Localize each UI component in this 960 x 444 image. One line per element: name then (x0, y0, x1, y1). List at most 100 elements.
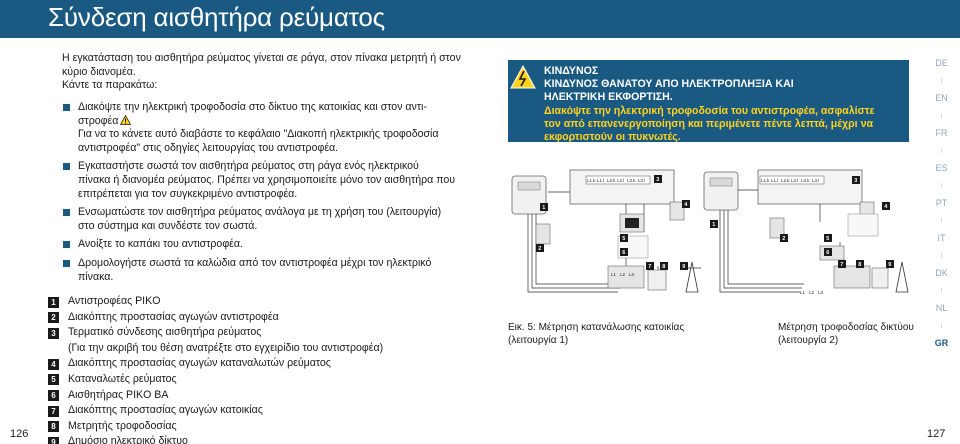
marker-2: 2 (538, 246, 541, 252)
marker-8: 8 (858, 262, 861, 268)
legend-item-3: 3 Τερματικό σύνδεσης αισθητήρα ρεύματος (48, 325, 478, 341)
language-tab-de[interactable]: DE (935, 58, 948, 68)
language-divider (941, 78, 942, 83)
language-tab-pt[interactable]: PT (935, 198, 948, 208)
step-text: Εγκαταστήστε σωστά τον αισθητήρα ρεύματο… (78, 160, 419, 173)
legend-text: Διακόπτης προστασίας αγωγών αντιστροφέα (68, 310, 279, 323)
terminal-labels: L1.k L1.l L2.k L2.l L3.k L3.l (761, 178, 819, 183)
terminal-label: L2.l (617, 178, 624, 183)
marker-8: 8 (662, 264, 665, 270)
legend-text: Αισθητήρας PIKO BA (68, 388, 169, 401)
load-breaker-4 (669, 201, 685, 221)
marker-3: 3 (854, 178, 857, 184)
load-label: L3 (818, 290, 823, 295)
marker-1: 1 (712, 222, 715, 228)
marker-7: 7 (840, 262, 843, 268)
step-5: Δρομολογήστε σωστά τα καλώδια από τον αν… (62, 257, 482, 284)
language-tab-fr[interactable]: FR (935, 128, 948, 138)
legend-item-8: 8 Μετρητής τροφοδοσίας (48, 419, 478, 435)
marker-9: 9 (888, 262, 891, 268)
legend-item-6: 6 Αισθητήρας PIKO BA (48, 388, 478, 404)
danger-line: ΚΙΝΔΥΝΟΣ ΘΑΝΑΤΟΥ ΑΠΟ ΗΛΕΚΤΡΟΠΛΗΞΙΑ ΚΑΙ (544, 78, 794, 91)
load-labels: L1 L2 L3 (611, 272, 634, 277)
terminal-label: L1.l (597, 178, 604, 183)
marker-7: 7 (648, 264, 651, 270)
legend-text: Τερματικό σύνδεσης αισθητήρα ρεύματος (68, 326, 262, 339)
load-label: L2 (809, 290, 814, 295)
step-bullet (63, 104, 70, 111)
step-text-cont: πίνακα ή διανομέα ρεύματος. Πρέπει να χρ… (78, 173, 456, 186)
feed-meter-8 (647, 269, 667, 291)
language-divider (941, 218, 942, 223)
caption-line: (λειτουργία 2) (778, 334, 839, 346)
diagram-markers: 1 2 3 4 5 6 7 8 9 (536, 175, 690, 270)
step-3: Ενσωματώστε τον αισθητήρα ρεύματος ανάλο… (62, 206, 482, 233)
step-text-cont: αντιστροφέα" στις οδηγίες λειτουργίας το… (78, 141, 339, 154)
house-breakers-7 (833, 265, 871, 289)
title-gap (0, 38, 960, 46)
legend-text: Μετρητής τροφοδοσίας (68, 419, 177, 432)
step-bullet (63, 163, 70, 171)
diagram-markers: 1 2 3 4 5 6 7 8 9 (710, 176, 894, 268)
terminal-label: L2.k (781, 178, 790, 183)
intro: Η εγκατάσταση του αισθητήρα ρεύματος γίν… (62, 52, 482, 93)
legend-text: Αντιστροφέας PIKO (68, 295, 161, 307)
legend-number: 6 (48, 390, 59, 402)
language-divider (941, 148, 942, 153)
step-text: Διακόψτε την ηλεκτρική τροφοδοσία στο δί… (78, 101, 427, 113)
load-label: L3 (629, 272, 634, 277)
step-list: Διακόψτε την ηλεκτρική τροφοδοσία στο δί… (62, 101, 482, 284)
legend-number: 4 (48, 358, 59, 370)
title-band (0, 0, 960, 38)
step-bullet (63, 241, 70, 249)
legend-number: 3 (48, 327, 59, 339)
intro-paragraph: Η εγκατάσταση του αισθητήρα ρεύματος γίν… (62, 52, 461, 78)
danger-instruction: εκφορτιστούν οι πυκνωτές. (544, 131, 681, 144)
marker-3: 3 (656, 177, 659, 183)
language-divider (941, 113, 942, 118)
page-title: Σύνδεση αισθητήρα ρεύματος (48, 2, 385, 32)
language-tab-en[interactable]: EN (935, 93, 948, 103)
caption-line: Εικ. 5: Μέτρηση κατανάλωσης κατοικίας (508, 322, 685, 333)
terminal-label: L3.k (801, 178, 810, 183)
intro-instruction: Κάντε τα παρακάτω: (62, 79, 158, 92)
language-tab-it[interactable]: IT (937, 233, 946, 243)
marker-5: 5 (826, 236, 829, 242)
terminal-label: L3.l (812, 178, 819, 183)
language-tab-nl[interactable]: NL (935, 303, 948, 313)
legend-number: 8 (48, 421, 59, 433)
danger-heading: ΚΙΝΔΥΝΟΣ (544, 65, 599, 77)
legend-item-5: 5 Καταναλωτές ρεύματος (48, 372, 478, 388)
marker-1: 1 (542, 205, 545, 211)
legend-text: Καταναλωτές ρεύματος (68, 372, 177, 385)
language-tab-dk[interactable]: DK (935, 268, 948, 278)
marker-4: 4 (884, 204, 888, 210)
high-voltage-warning-icon (510, 64, 536, 89)
language-tab-gr[interactable]: GR (934, 338, 949, 348)
legend-number: 5 (48, 374, 59, 386)
marker-4: 4 (684, 202, 688, 208)
terminal-label: L1.k (587, 178, 596, 183)
feed-meter-8 (871, 267, 889, 289)
breaker-2 (535, 223, 551, 245)
terminal-label: L3.k (627, 178, 636, 183)
marker-2: 2 (782, 236, 785, 242)
caption-line: Μέτρηση τροφοδοσίας δικτύου (778, 322, 914, 333)
page-number-right: 127 (927, 428, 946, 440)
page-number-left: 126 (10, 428, 29, 440)
legend-number: 2 (48, 312, 59, 324)
terminal-label: L1.k (761, 178, 770, 183)
language-tab-es[interactable]: ES (935, 163, 948, 173)
legend-number: 9 (48, 436, 59, 444)
terminal-label: L2.k (607, 178, 616, 183)
step-text-cont: επιτρέπεται για τον συγκεκριμένο αντιστρ… (78, 187, 298, 200)
danger-instruction: Διακόψτε την ηλεκτρική τροφοδοσία του αν… (544, 104, 875, 117)
caption-line: (λειτουργία 1) (508, 334, 569, 346)
danger-notice: ΚΙΝΔΥΝΟΣ ΚΙΝΔΥΝΟΣ ΘΑΝΑΤΟΥ ΑΠΟ ΗΛΕΚΤΡΟΠΛΗ… (508, 60, 909, 144)
wiring-diagram-grid-feed: L1.k L1.l L2.k L2.l L3.k L3.l L1 L2 L3 (703, 169, 909, 295)
